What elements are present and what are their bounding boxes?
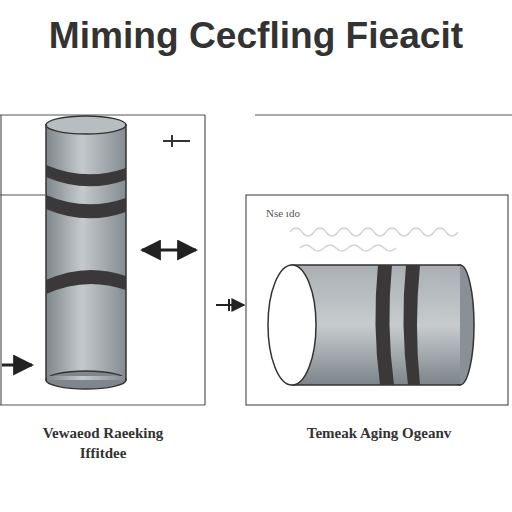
diagram-panel: Vewaeod Raeeking Iffitdee: [0, 115, 205, 475]
arrow-symbol: [216, 299, 244, 311]
plus-mark: [163, 135, 190, 147]
diagram-panel: Nse ıdoTemeak Aging Ogeanv: [246, 115, 512, 475]
horizontal-cylinder: [268, 265, 474, 385]
panel-frame: [246, 115, 512, 405]
vertical-cylinder: [46, 116, 126, 389]
panel-note: Nse ıdo: [266, 207, 300, 219]
panel-frame: [0, 115, 205, 405]
panel-caption: Temeak Aging Ogeanv: [260, 423, 498, 443]
faint-texture: [290, 228, 458, 251]
arrow-symbol: [2, 250, 196, 365]
panel-caption: Vewaeod Raeeking Iffitdee: [18, 423, 188, 464]
title: Miming Cecfling Fieacit: [0, 14, 512, 57]
